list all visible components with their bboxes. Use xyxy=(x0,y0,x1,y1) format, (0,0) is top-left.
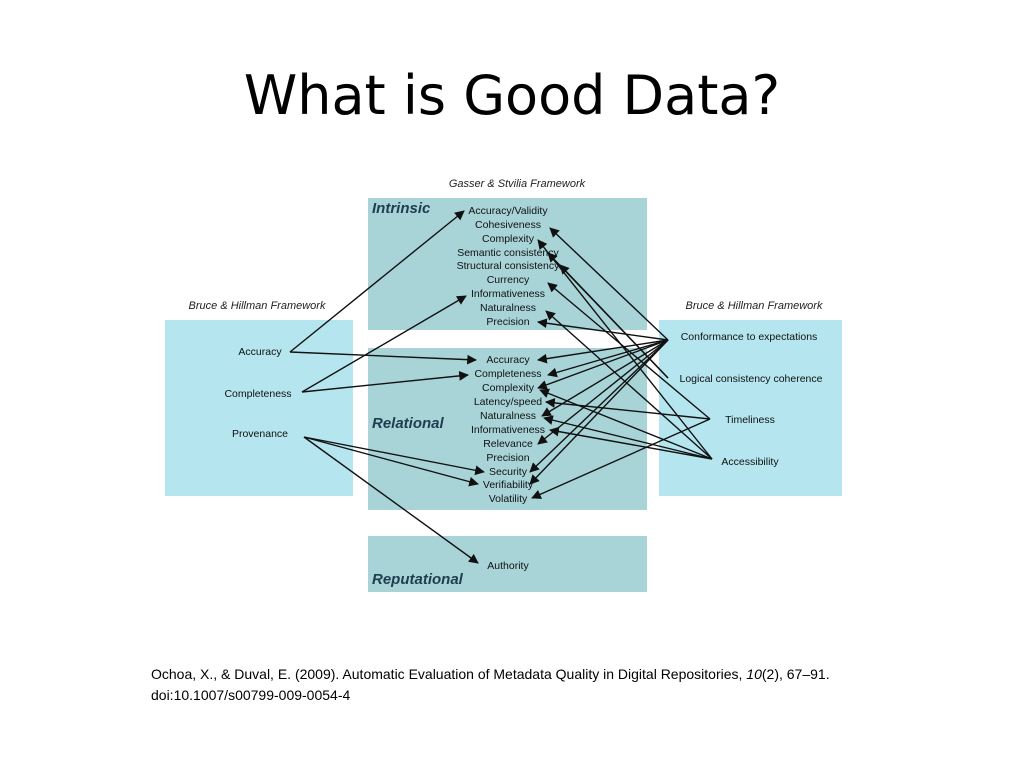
arrow-conformance-to-rel-completeness xyxy=(547,339,669,378)
arrow-conformance-to-cohesiveness xyxy=(549,227,669,341)
relational-item: Complexity xyxy=(482,382,535,394)
intrinsic-item: Precision xyxy=(486,316,529,328)
relational-box xyxy=(368,348,647,510)
arrow-provenance-to-security xyxy=(303,436,485,476)
arrow-timeliness-to-volatility xyxy=(531,418,711,499)
intrinsic-label: Intrinsic xyxy=(372,200,431,217)
intrinsic-items: Accuracy/Validity Cohesiveness Complexit… xyxy=(457,205,560,328)
arrow-conformance-to-precision xyxy=(537,318,669,341)
arrow-timeliness-to-currency xyxy=(547,282,711,420)
relational-item: Completeness xyxy=(474,368,541,380)
arrow-conformance-to-security xyxy=(529,339,669,473)
relational-item: Informativeness xyxy=(471,424,545,436)
intrinsic-item: Naturalness xyxy=(480,302,536,314)
arrow-completeness-to-informativeness xyxy=(301,295,467,393)
citation-text: Ochoa, X., & Duval, E. (2009). Automatic… xyxy=(151,666,747,682)
relational-item: Security xyxy=(489,466,528,478)
arrow-accuracy-to-accuracy-validity xyxy=(289,210,465,353)
relational-item: Precision xyxy=(486,452,529,464)
gasser-framework-title: Gasser & Stvilia Framework xyxy=(449,178,586,190)
citation-volume: 10 xyxy=(746,666,762,682)
relational-item: Verifiability xyxy=(483,479,534,491)
reputational-box xyxy=(368,536,647,592)
bruce-right-box xyxy=(659,320,842,496)
intrinsic-item: Complexity xyxy=(482,233,535,245)
intrinsic-item: Semantic consistency xyxy=(457,247,559,259)
arrow-completeness-to-rel-completeness xyxy=(301,371,469,393)
left-item-accuracy: Accuracy xyxy=(238,346,282,358)
right-item-logical-consistency: Logical consistency coherence xyxy=(679,373,822,385)
slide-title: What is Good Data? xyxy=(243,64,781,127)
arrow-accuracy-to-rel-accuracy xyxy=(289,351,477,365)
right-item-timeliness: Timeliness xyxy=(725,414,775,426)
relational-item: Volatility xyxy=(489,493,528,505)
intrinsic-item: Accuracy/Validity xyxy=(468,205,548,217)
arrow-accessibility-to-naturalness xyxy=(545,310,713,460)
intrinsic-item: Currency xyxy=(487,274,530,286)
arrow-timeliness-to-latency xyxy=(545,398,711,420)
relational-label: Relational xyxy=(372,415,445,432)
left-arrows xyxy=(289,210,485,564)
citation: Ochoa, X., & Duval, E. (2009). Automatic… xyxy=(151,664,971,706)
intrinsic-item: Cohesiveness xyxy=(475,219,541,231)
relational-item: Naturalness xyxy=(480,410,536,422)
left-item-provenance: Provenance xyxy=(232,428,288,440)
right-arrows xyxy=(529,227,713,499)
arrow-provenance-to-authority xyxy=(303,436,479,564)
relational-item: Relevance xyxy=(483,438,533,450)
arrow-accessibility-to-rel-informativeness xyxy=(549,426,713,460)
reputational-label: Reputational xyxy=(372,571,464,588)
arrow-accessibility-to-rel-naturalness xyxy=(543,415,713,460)
arrow-accessibility-to-rel-complexity xyxy=(539,388,713,460)
right-item-conformance: Conformance to expectations xyxy=(681,331,818,343)
citation-doi: doi:10.1007/s00799-009-0054-4 xyxy=(151,687,351,703)
arrow-conformance-to-rel-accuracy xyxy=(537,339,669,364)
relational-item: Latency/speed xyxy=(474,396,542,408)
relational-items: Accuracy Completeness Complexity Latency… xyxy=(471,354,545,505)
arrow-conformance-to-rel-complexity xyxy=(537,339,669,390)
bruce-left-framework-title: Bruce & Hillman Framework xyxy=(189,300,326,312)
intrinsic-item: Informativeness xyxy=(471,288,545,300)
reputational-item: Authority xyxy=(487,560,529,572)
right-item-accessibility: Accessibility xyxy=(721,456,779,468)
arrow-conformance-to-relevance xyxy=(537,339,669,445)
left-item-completeness: Completeness xyxy=(224,388,291,400)
bruce-left-box xyxy=(165,320,353,496)
intrinsic-item: Structural consistency xyxy=(457,260,560,272)
relational-item: Accuracy xyxy=(486,354,530,366)
arrow-logical-to-structural-consistency xyxy=(559,264,669,379)
arrow-provenance-to-verifiability xyxy=(303,436,479,487)
arrow-accessibility-to-complexity xyxy=(537,239,713,460)
citation-pages: (2), 67–91. xyxy=(761,666,830,682)
bruce-right-framework-title: Bruce & Hillman Framework xyxy=(686,300,823,312)
